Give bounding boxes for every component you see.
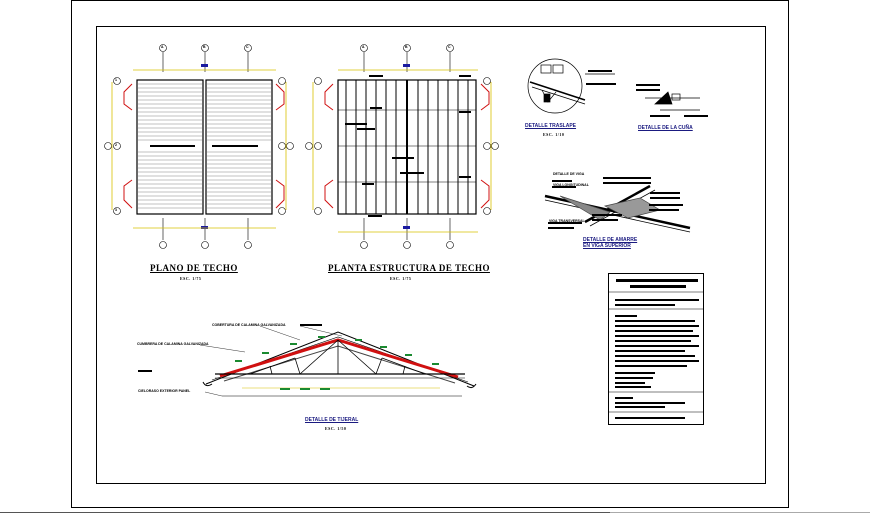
axis-c-top-2: C (448, 45, 451, 49)
structure-plan (305, 44, 499, 249)
scrollbar-track[interactable] (0, 512, 610, 513)
roof-plan (104, 44, 294, 249)
legend-table (609, 279, 703, 419)
overlap-detail-scale: ESC. 1/10 (543, 132, 565, 137)
legend-box (608, 273, 704, 425)
axis-3-left: 3 (115, 208, 117, 212)
axis-1-left: 1 (115, 78, 117, 82)
truss-detail-scale: ESC. 1/50 (325, 426, 347, 431)
scrollbar-track-end (610, 512, 870, 513)
tie-detail-subtitle: EN VIGA SUPERIOR (583, 243, 631, 249)
wedge-detail (636, 84, 708, 117)
axis-2-left: 2 (115, 143, 117, 147)
structure-plan-title: PLANTA ESTRUCTURA DE TECHO (328, 263, 490, 273)
truss-detail-title: DETALLE DE TIJERAL (305, 417, 359, 423)
note-transversal: VIGA TRANSVERSAL (549, 219, 585, 223)
note-ceiling: CIELORASO EXTERIOR PANEL (138, 389, 191, 393)
axis-a-top-2: A (362, 45, 365, 49)
drawing-frame (96, 26, 766, 484)
axis-a-top: A (161, 45, 164, 49)
overlap-detail-title: DETALLE TRASLAPE (525, 123, 577, 129)
roof-plan-scale: ESC. 1/75 (180, 276, 202, 281)
axis-b-top: B (203, 45, 206, 49)
tie-detail (544, 177, 691, 233)
tie-detail-title: DETALLE DE AMARRE (583, 237, 638, 243)
roof-plan-title: PLANO DE TECHO (150, 263, 238, 273)
wedge-detail-title: DETALLE DE LA CUÑA (638, 125, 693, 131)
note-beam: DETALLE DE VIGA (553, 172, 585, 176)
overlap-detail (527, 58, 616, 114)
note-longitudinal: VIGA LONGITUDINAL (553, 183, 589, 187)
axis-c-top: C (246, 45, 249, 49)
axis-b-top-2: B (405, 45, 408, 49)
structure-plan-scale: ESC. 1/75 (390, 276, 412, 281)
note-ridge: CUMBRERA DE CALAMINA GALVANIZADA (137, 342, 209, 346)
drawing-sheet (71, 0, 789, 508)
note-roofing: COBERTURA DE CALAMINA GALVANIZADA (212, 323, 286, 327)
truss-detail (138, 324, 477, 397)
